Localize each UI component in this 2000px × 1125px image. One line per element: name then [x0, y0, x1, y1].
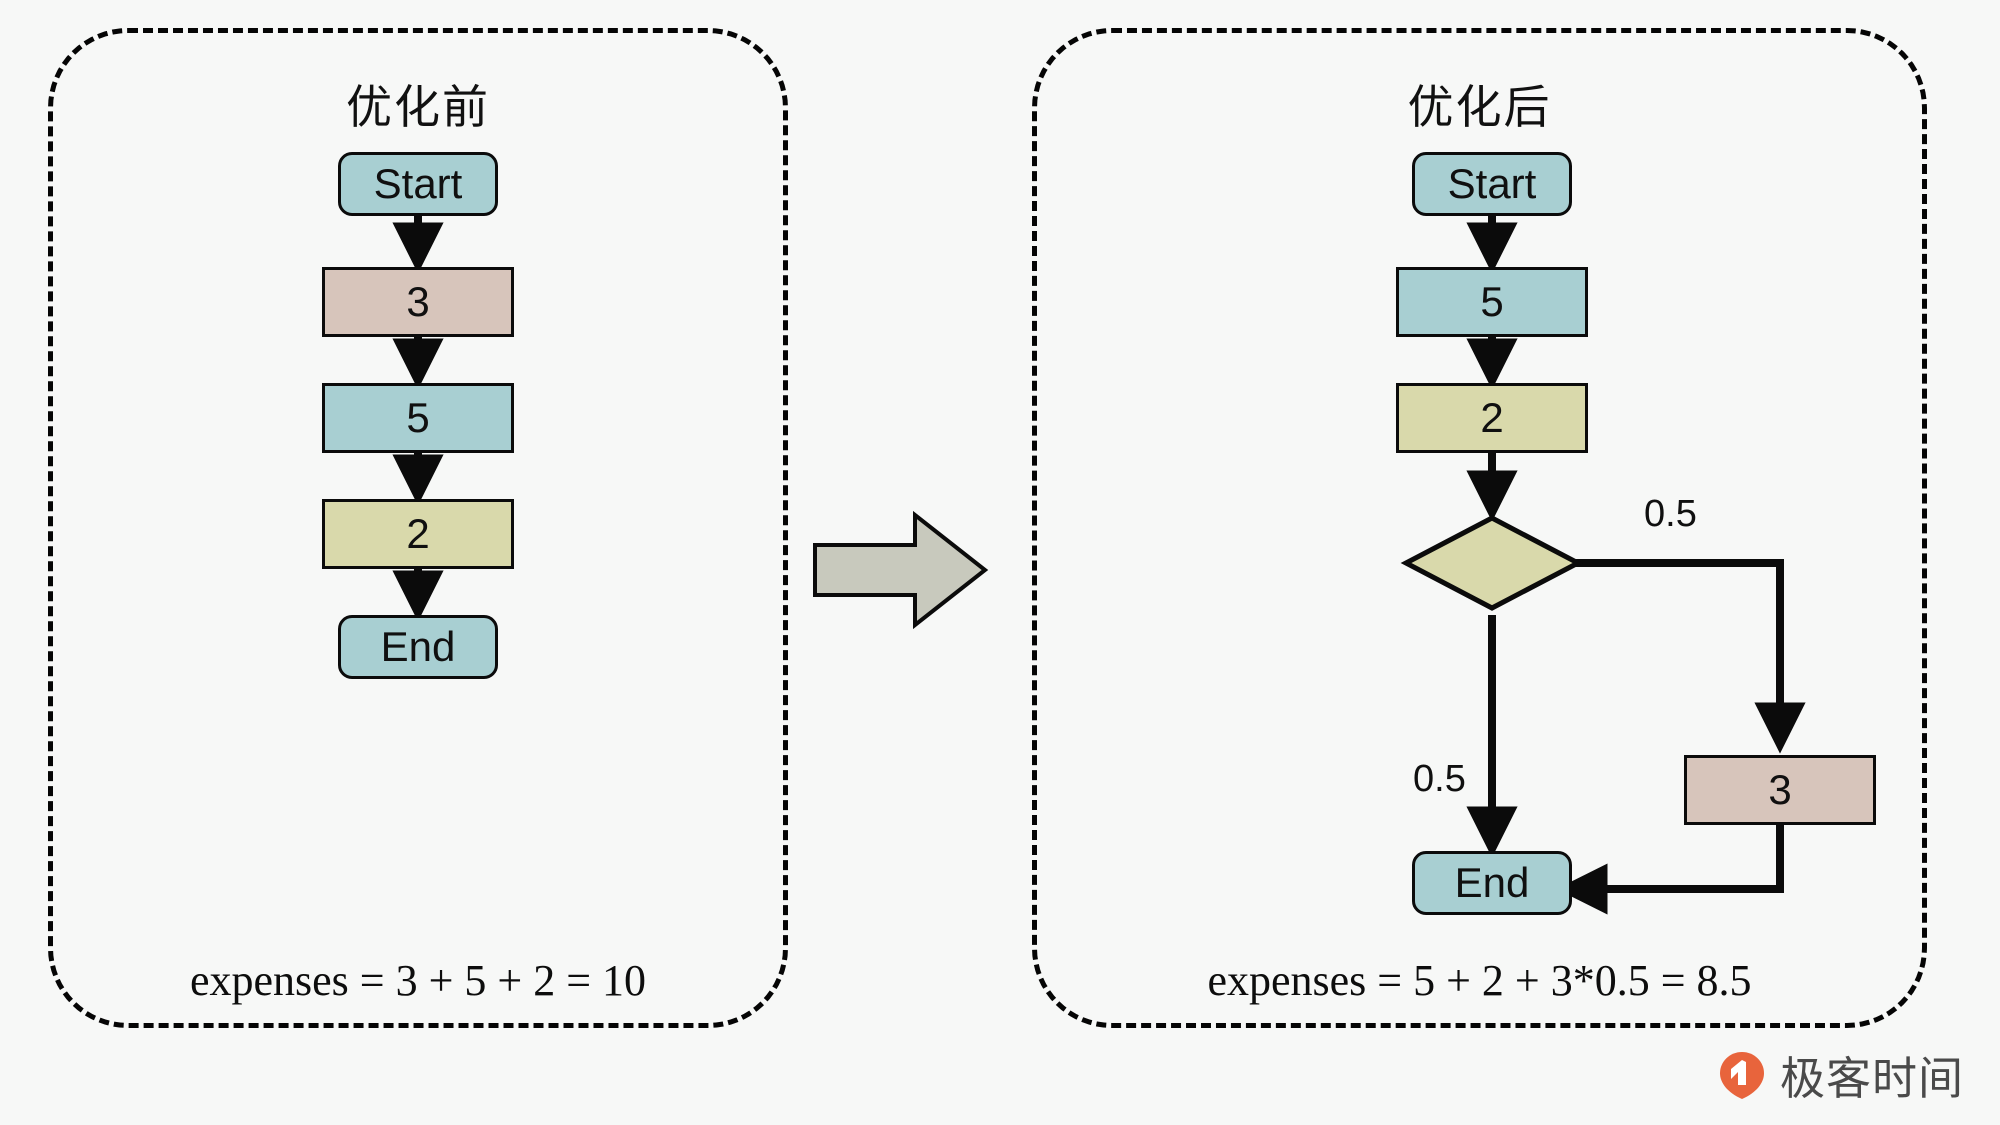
geektime-logo-icon	[1719, 1051, 1764, 1099]
before-node-end[interactable]: End	[338, 615, 498, 679]
after-node-3-label: 3	[1768, 766, 1792, 813]
before-node-5[interactable]: 5	[322, 383, 514, 453]
before-node-start-label: Start	[373, 160, 463, 207]
watermark: 极客时间	[1716, 1042, 1964, 1107]
after-node-2-label: 2	[1480, 394, 1504, 441]
panel-after-title: 优化后	[1407, 80, 1552, 134]
edge-3-to-end	[1556, 825, 1784, 915]
after-node-end[interactable]: End	[1412, 851, 1572, 915]
edge-decision-to-3	[1575, 559, 1806, 754]
after-node-start-label: Start	[1447, 160, 1537, 207]
after-expenses-formula: expenses = 5 + 2 + 3*0.5 = 8.5	[1207, 956, 1752, 1005]
panel-before-title: 优化前	[346, 80, 490, 134]
after-node-3[interactable]: 3	[1684, 755, 1876, 825]
transition-arrow-icon	[813, 510, 989, 630]
after-node-5[interactable]: 5	[1396, 267, 1588, 337]
watermark-text: 极客时间	[1779, 1052, 1964, 1105]
before-node-start[interactable]: Start	[338, 152, 498, 216]
before-node-2[interactable]: 2	[322, 499, 514, 569]
after-edge-label-decision-to-3: 0.5	[1644, 493, 1697, 535]
after-node-5-label: 5	[1480, 278, 1504, 325]
after-edges	[1466, 215, 1806, 915]
before-node-5-label: 5	[406, 394, 430, 441]
before-node-3[interactable]: 3	[322, 267, 514, 337]
panel-before-optimization: 优化前	[48, 28, 788, 1028]
after-node-end-label: End	[1454, 859, 1530, 906]
before-expenses-formula: expenses = 3 + 5 + 2 = 10	[189, 956, 647, 1005]
node-decision-diamond[interactable]	[1400, 515, 1584, 611]
after-node-2[interactable]: 2	[1396, 383, 1588, 453]
before-node-end-label: End	[380, 623, 456, 670]
after-edge-label-decision-to-end: 0.5	[1413, 758, 1466, 800]
after-node-start[interactable]: Start	[1412, 152, 1572, 216]
before-node-3-label: 3	[406, 278, 430, 325]
panel-after-optimization: 优化后	[1032, 28, 1927, 1028]
before-node-2-label: 2	[406, 510, 430, 557]
